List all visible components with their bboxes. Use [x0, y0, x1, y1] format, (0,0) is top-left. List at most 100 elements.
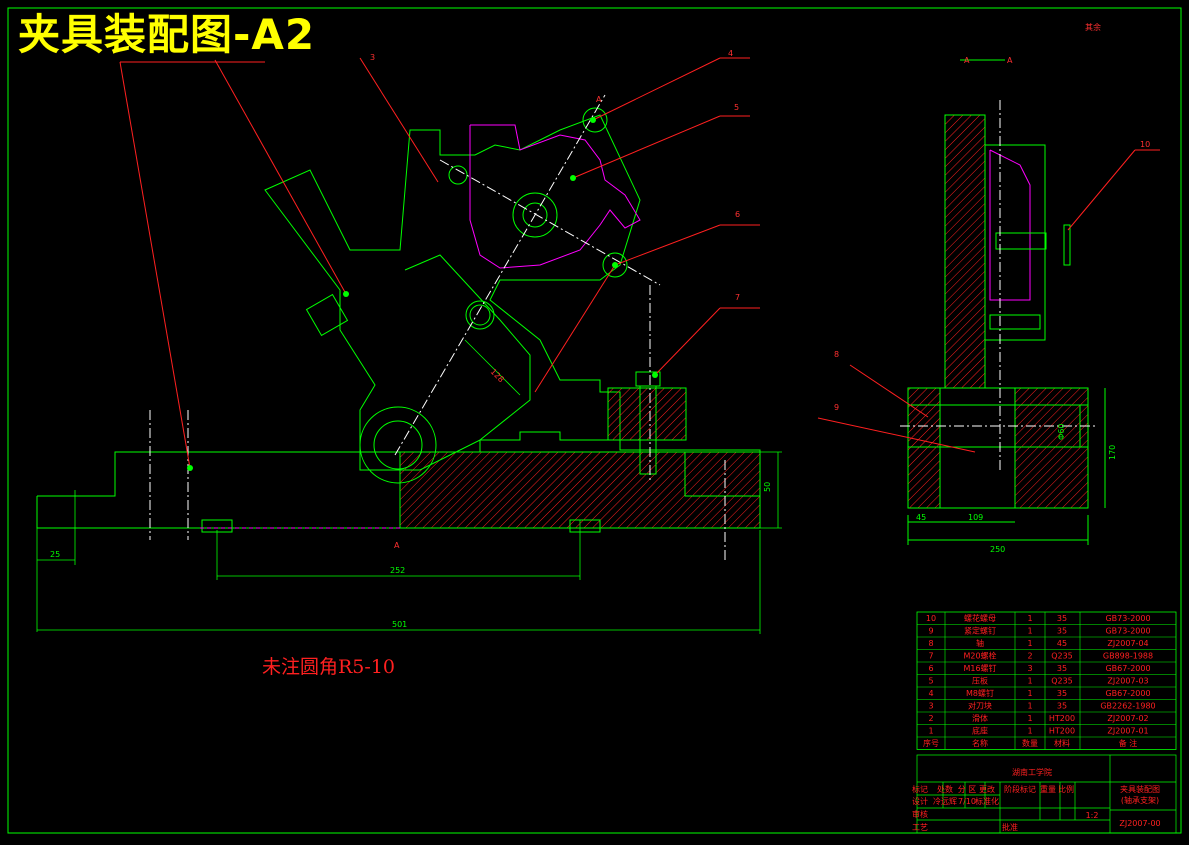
- side-knob: [1063, 224, 1071, 266]
- balloon-4: 4: [728, 49, 733, 58]
- titleblock-c5: 设计: [912, 796, 928, 806]
- bom-cell-qty: 1: [1027, 677, 1032, 686]
- body-inner-line: [404, 254, 531, 441]
- pivot-hole: [522, 202, 548, 228]
- bom-cell-no: 3: [928, 702, 933, 711]
- link-boss: [465, 300, 495, 330]
- bom-cell-no: 9: [928, 627, 933, 636]
- bom-cell-name: 轴: [976, 638, 984, 648]
- titleblock-c11: 批准: [1002, 822, 1018, 832]
- bom-cell-qty: 1: [1027, 714, 1032, 723]
- side-dim-texts: 250 45 109 170 Φ60: [916, 424, 1117, 554]
- bom-cell-mat: 35: [1057, 664, 1067, 673]
- titleblock-scale: 1:2: [1086, 811, 1099, 820]
- titleblock-drawing_name_2: (轴承支架): [1121, 795, 1159, 805]
- bom-cell-qty: 1: [1027, 614, 1032, 623]
- bom-frame: [916, 611, 1177, 750]
- bom-cell-note: GB73-2000: [1105, 614, 1150, 623]
- bom-cell-mat: 35: [1057, 627, 1067, 636]
- bolt-block: [607, 387, 687, 441]
- titleblock-c9: 审核: [912, 809, 928, 819]
- leaders-side: [817, 149, 1160, 453]
- titleblock-drawing_no: ZJ2007-00: [1119, 819, 1160, 828]
- side-screw: [995, 232, 1047, 250]
- bom-cell-qty: 3: [1027, 664, 1032, 673]
- balloon-labels-main: 3 4 5 6 7 A A: [370, 49, 740, 550]
- drawing-title: 夹具装配图-A2: [18, 10, 316, 59]
- titleblock-c6: 冷远辉: [933, 796, 957, 806]
- balloon-9: 9: [834, 403, 839, 412]
- dim-250: 250: [990, 545, 1005, 554]
- bom-cell-note: ZJ2007-03: [1107, 677, 1148, 686]
- link-pin: [469, 304, 491, 326]
- balloon-7: 7: [735, 293, 740, 302]
- general-note: 未注圆角R5-10: [262, 656, 395, 678]
- bom-cell-mat: 35: [1057, 702, 1067, 711]
- base-right-step: [684, 452, 760, 497]
- dim-line-128: [464, 339, 521, 396]
- bom-header-name: 名称: [972, 738, 988, 748]
- bom-cell-no: 10: [926, 614, 936, 623]
- bom-cell-name: 螺花螺母: [964, 613, 996, 623]
- dim-501: 501: [392, 620, 407, 629]
- bom-cell-no: 2: [928, 714, 933, 723]
- bom-cell-mat: 45: [1057, 639, 1067, 648]
- dim-50: 50: [763, 482, 772, 492]
- bom-cell-mat: Q235: [1051, 677, 1073, 686]
- bom-cell-name: M8螺钉: [966, 688, 994, 698]
- dim-25: 25: [50, 550, 60, 559]
- bom-cell-name: M16螺钉: [963, 663, 996, 673]
- bom-cell-no: 6: [928, 664, 933, 673]
- bom-cell-name: 压板: [972, 676, 988, 686]
- bom-cell-note: ZJ2007-01: [1107, 727, 1148, 736]
- side-bolt: [989, 314, 1041, 330]
- bom-cell-no: 5: [928, 677, 933, 686]
- bom-cell-note: GB67-2000: [1105, 664, 1150, 673]
- bom-header-note: 备 注: [1119, 738, 1138, 748]
- pivot-boss: [512, 192, 558, 238]
- bom-cell-no: 8: [928, 639, 933, 648]
- dim-170: 170: [1108, 445, 1117, 460]
- titleblock-c10: 工艺: [912, 823, 928, 832]
- centerline: [439, 159, 661, 286]
- bom-header-mat: 材料: [1054, 738, 1070, 748]
- bom-cell-note: GB73-2000: [1105, 627, 1150, 636]
- titleblock-c2: 处数: [937, 784, 953, 794]
- section-mark-a: A: [964, 56, 970, 65]
- balloon-6: 6: [735, 210, 740, 219]
- dim-128: 128: [489, 367, 506, 384]
- side-upright: [944, 114, 986, 389]
- titleblock-drawing_name_1: 夹具装配图: [1120, 784, 1160, 794]
- side-view: [900, 59, 1106, 545]
- balloon-labels-side: 10 8 9 A A: [834, 56, 1150, 412]
- surface-finish-mark: 其余: [1085, 23, 1101, 32]
- titleblock-c13: 重量: [1040, 784, 1056, 794]
- section-mark-a: A: [596, 95, 602, 104]
- title-block: 湖南工学院夹具装配图(轴承支架)ZJ2007-001:2标记处数分 区更改设计冷…: [912, 754, 1177, 834]
- bom-cell-qty: 1: [1027, 639, 1032, 648]
- swing-plate: [469, 124, 641, 269]
- balloon-3: 3: [370, 53, 375, 62]
- bom-cell-note: GB2262-1980: [1100, 702, 1155, 711]
- bom-header-qty: 数量: [1022, 738, 1038, 748]
- bom-cell-qty: 1: [1027, 727, 1032, 736]
- leaders-main: [119, 57, 760, 469]
- bom-cell-note: ZJ2007-04: [1107, 639, 1148, 648]
- titleblock-c3: 分 区: [958, 785, 977, 794]
- main-dimensions: [36, 339, 782, 634]
- bom-cell-name: 对刀块: [968, 701, 992, 711]
- bom-cell-no: 4: [928, 689, 933, 698]
- clamp-body: [264, 114, 641, 471]
- side-upright-right: [984, 144, 1046, 341]
- bom-cell-name: 底座: [972, 726, 988, 736]
- bom-cell-name: M20螺栓: [963, 651, 996, 661]
- bom-cell-no: 1: [928, 727, 933, 736]
- main-view: [36, 94, 761, 560]
- bom-cell-qty: 1: [1027, 702, 1032, 711]
- dim-109: 109: [968, 513, 983, 522]
- titleblock-c12: 阶段标记: [1004, 784, 1036, 794]
- bom-cell-mat: 35: [1057, 614, 1067, 623]
- section-mark-a: A: [1007, 56, 1013, 65]
